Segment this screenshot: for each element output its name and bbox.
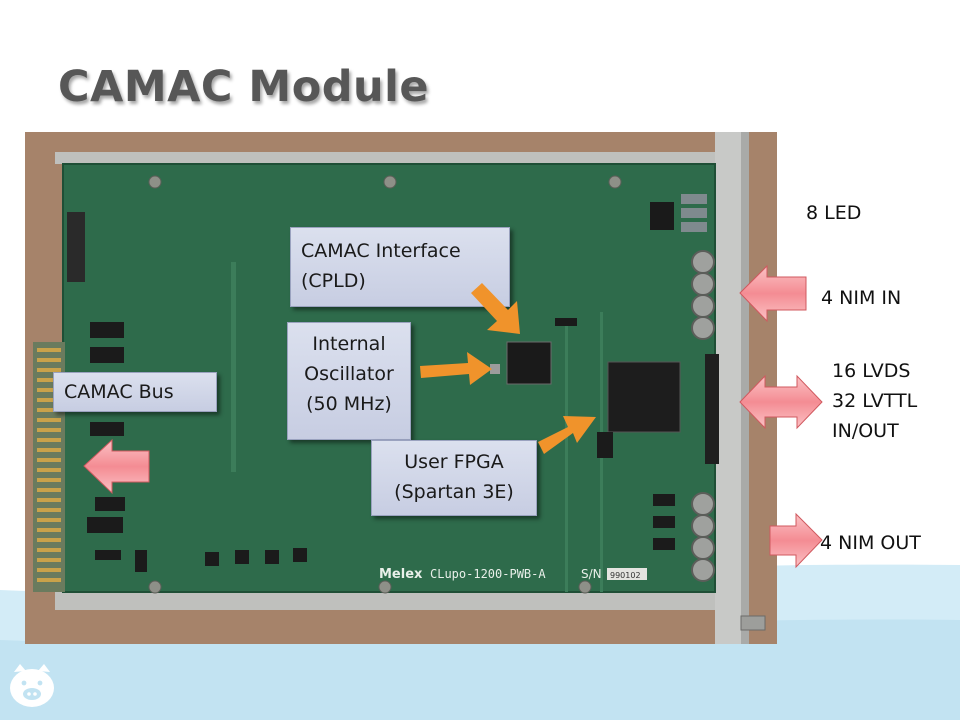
lvds-line-2: 32 LVTTL [832, 390, 918, 412]
camac-bus-callout: CAMAC Bus [53, 372, 217, 412]
silkscreen-sn-value: 990102 [610, 571, 641, 580]
pig-logo-icon [10, 664, 54, 707]
camac-bus-label: CAMAC Bus [64, 381, 174, 403]
user-fpga-line-2: (Spartan 3E) [394, 481, 514, 503]
camac-interface-callout: CAMAC Interface (CPLD) [290, 227, 510, 307]
nim-out-label: 4 NIM OUT [820, 532, 921, 554]
lvds-line-1: 16 LVDS [832, 360, 911, 382]
lvds-label: 16 LVDS 32 LVTTL IN/OUT [832, 356, 917, 446]
oscillator-line-3: (50 MHz) [306, 393, 392, 415]
silkscreen-sn-label: S/N [581, 567, 602, 581]
oscillator-line-1: Internal [312, 333, 386, 355]
camac-interface-line-1: CAMAC Interface [301, 240, 461, 262]
lvds-line-3: IN/OUT [832, 420, 899, 442]
slide-title: CAMAC Module [58, 62, 430, 112]
user-fpga-callout: User FPGA (Spartan 3E) [371, 440, 537, 516]
oscillator-line-2: Oscillator [304, 363, 394, 385]
led-label: 8 LED [806, 202, 862, 224]
internal-oscillator-callout: Internal Oscillator (50 MHz) [287, 322, 411, 440]
nim-in-label: 4 NIM IN [821, 287, 902, 309]
user-fpga-line-1: User FPGA [404, 451, 504, 473]
silkscreen-model: CLupo-1200-PWB-A [430, 567, 546, 581]
silkscreen-brand: Melex [379, 567, 423, 582]
camac-interface-line-2: (CPLD) [301, 270, 366, 292]
